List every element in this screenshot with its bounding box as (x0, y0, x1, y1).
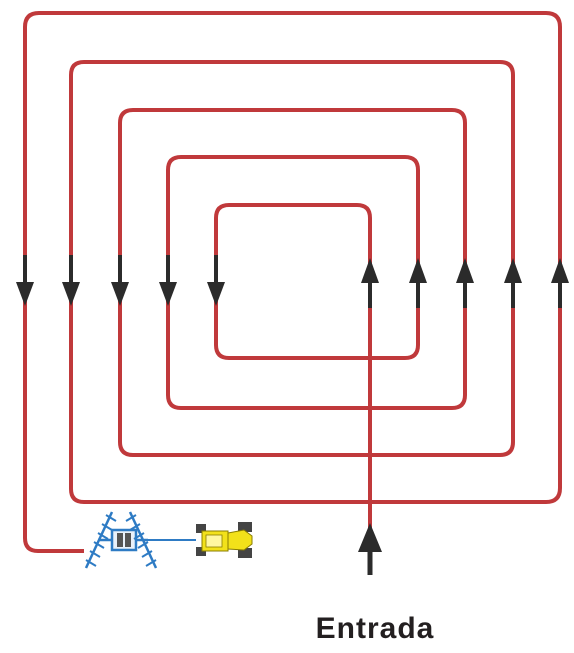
down-arrow-icon (207, 255, 225, 306)
tractor-icon (196, 522, 253, 558)
disc-harrow-icon (84, 511, 196, 569)
down-arrow-icon (111, 255, 129, 306)
entry-label: Entrada (315, 612, 435, 645)
up-arrow-icon (361, 258, 379, 308)
down-arrow-icon (16, 255, 34, 306)
up-arrow-icon (456, 258, 474, 308)
down-arrow-icon (159, 255, 177, 306)
up-arrow-icon (504, 258, 522, 308)
up-arrow-icon (551, 258, 569, 308)
spiral-path (23, 11, 562, 575)
up-arrow-icon (409, 258, 427, 308)
entry-arrow-icon (358, 523, 382, 575)
down-arrow-icon (62, 255, 80, 306)
